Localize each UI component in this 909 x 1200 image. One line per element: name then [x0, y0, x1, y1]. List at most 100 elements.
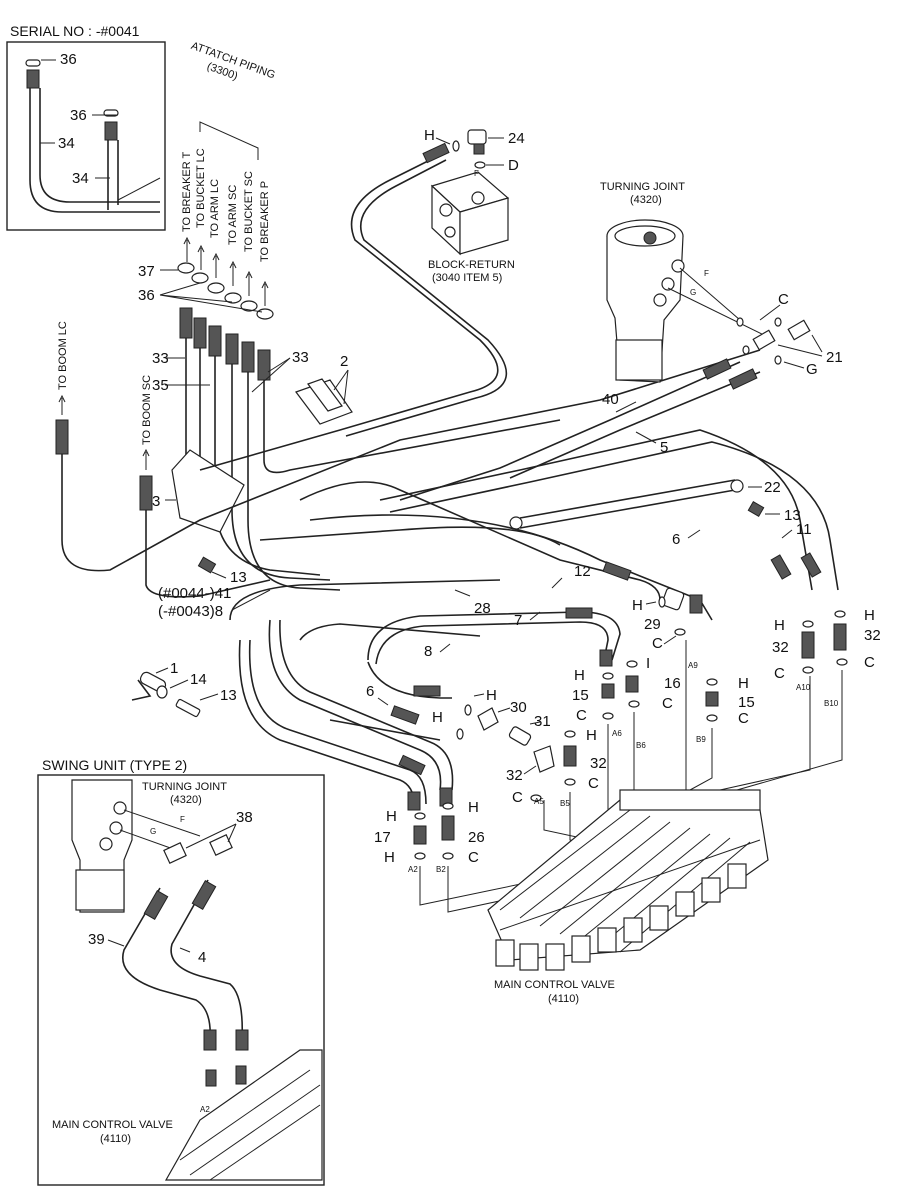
inset-frame	[6, 41, 166, 231]
swing-tj-code: (4320)	[170, 794, 202, 806]
letter-h-15b: H	[738, 675, 749, 692]
letter-h-32: H	[586, 727, 597, 744]
port-b10: B10	[824, 699, 839, 708]
callout-35: 35	[152, 377, 169, 394]
callout-29: 30	[510, 699, 527, 716]
block-return-code: (3040 ITEM 5)	[432, 272, 502, 284]
callout-13a: 13	[230, 569, 247, 586]
swing-callout-39: 39	[88, 931, 105, 948]
letter-h-17: H	[386, 808, 397, 825]
swing-callout-4: 4	[198, 949, 206, 966]
letter-c-15b: C	[738, 710, 749, 727]
hose-11	[299, 481, 661, 601]
callout-5: 5	[660, 439, 668, 456]
callout-21: 21	[826, 349, 843, 366]
hose-27	[229, 579, 501, 621]
swing-unit-title: SWING UNIT (TYPE 2)	[42, 757, 187, 773]
callout-9: 6	[672, 531, 680, 548]
turning-joint-main: TURNING JOINT (4320) F G C 21 G	[600, 181, 843, 383]
callout-15b: 15	[738, 694, 755, 711]
dest-arm-lc: TO ARM LC	[209, 179, 221, 238]
swing-port-a2: A2	[200, 1105, 210, 1114]
letter-c-17: H	[384, 849, 395, 866]
attach-hose-bundle: 33 35 33	[152, 307, 561, 591]
swing-inset-frame	[37, 774, 325, 1186]
mcv-title: MAIN CONTROL VALVE	[494, 979, 615, 991]
callout-17: 17	[374, 829, 391, 846]
callout-33b: 33	[292, 349, 309, 366]
swing-mcv-code: (4110)	[100, 1133, 131, 1145]
callout-23: 24	[508, 130, 525, 147]
callout-27: 28	[474, 600, 491, 617]
inset-callout-36a: 36	[60, 51, 77, 68]
letter-c-31: C	[512, 789, 523, 806]
callout-36: 36	[138, 287, 155, 304]
hose-8	[299, 623, 481, 641]
dest-bucket-sc: TO BUCKET SC	[243, 171, 255, 252]
callout-12: 13	[220, 687, 237, 704]
letter-c-32c: C	[864, 654, 875, 671]
port-b2: B2	[436, 865, 446, 874]
swing-tj-title: TURNING JOINT	[142, 781, 227, 793]
dest-breaker-t: TO BREAKER T	[181, 151, 193, 232]
dest-breaker-p: TO BREAKER P	[259, 181, 271, 262]
serial-inset: SERIAL NO : -#0041 36 34 36 34	[6, 23, 166, 231]
clamp-2: 2	[295, 353, 353, 425]
callout-1: 1	[170, 660, 178, 677]
callout-8: 8	[424, 643, 432, 660]
pipe-22	[519, 479, 736, 519]
attach-destinations: TO BREAKER T TO BUCKET LC TO ARM LC TO A…	[181, 148, 271, 306]
block-return-title: BLOCK-RETURN	[428, 259, 515, 271]
inset-callout-34a: 34	[58, 135, 75, 152]
port-b6: B6	[636, 741, 646, 750]
letter-c-15: C	[576, 707, 587, 724]
callout-40: 40	[602, 391, 619, 408]
attach-piping-header: ATTATCH PIPING (3300)	[189, 40, 276, 83]
letter-c-32: C	[588, 775, 599, 792]
boom-lc-label: TO BOOM LC	[57, 321, 69, 390]
callout-7: 7	[514, 612, 522, 629]
letter-d: D	[508, 157, 519, 174]
letter-h-23: H	[424, 127, 435, 144]
swing-port-g: G	[150, 827, 156, 836]
letter-h-15: H	[574, 667, 585, 684]
hose-9	[379, 429, 813, 591]
letter-i: I	[646, 655, 650, 672]
port-fittings: H 15 C I 16 C H 15 C H 32 C H 32 C H	[374, 607, 881, 866]
callout-30: 31	[534, 713, 551, 730]
hose-5	[509, 371, 761, 479]
callout-10: 11	[796, 521, 812, 538]
mcv-code: (4110)	[548, 993, 579, 1005]
main-control-valve: MAIN CONTROL VALVE (4110)	[487, 789, 769, 1005]
block-port-f: F	[474, 169, 479, 178]
boom-hoses: TO BOOM LC TO BOOM SC	[55, 321, 761, 598]
hose-26	[199, 154, 499, 471]
hose-7	[367, 611, 621, 661]
callout-3: 3	[152, 493, 160, 510]
pin-assembly: 1 14 13	[131, 660, 237, 718]
callout-28: 29	[644, 616, 661, 633]
inset-callout-34b: 34	[72, 170, 89, 187]
callout-6: 6	[366, 683, 374, 700]
hose-40	[399, 361, 741, 501]
fittings-cluster: H 29 C H H 30 31 32 C	[432, 587, 686, 806]
hose-10	[389, 441, 839, 591]
callout-15a: 15	[572, 687, 589, 704]
port-a10: A10	[796, 683, 811, 692]
letter-g: G	[806, 361, 818, 378]
letter-c-24: C	[468, 849, 479, 866]
port-b9: B9	[696, 735, 706, 744]
callout-32c: 32	[864, 627, 881, 644]
serial-split-1: (#0044-)41	[158, 585, 231, 602]
swing-port-f: F	[180, 815, 185, 824]
letter-c-16: C	[662, 695, 673, 712]
callout-24: 26	[468, 829, 485, 846]
letter-h-24: H	[468, 799, 479, 816]
callout-11: 12	[574, 563, 591, 580]
tj-port-f: F	[704, 269, 709, 278]
dest-bucket-lc: TO BUCKET LC	[195, 148, 207, 228]
callout-32b: 32	[772, 639, 789, 656]
bracket-3: 3	[152, 449, 245, 533]
